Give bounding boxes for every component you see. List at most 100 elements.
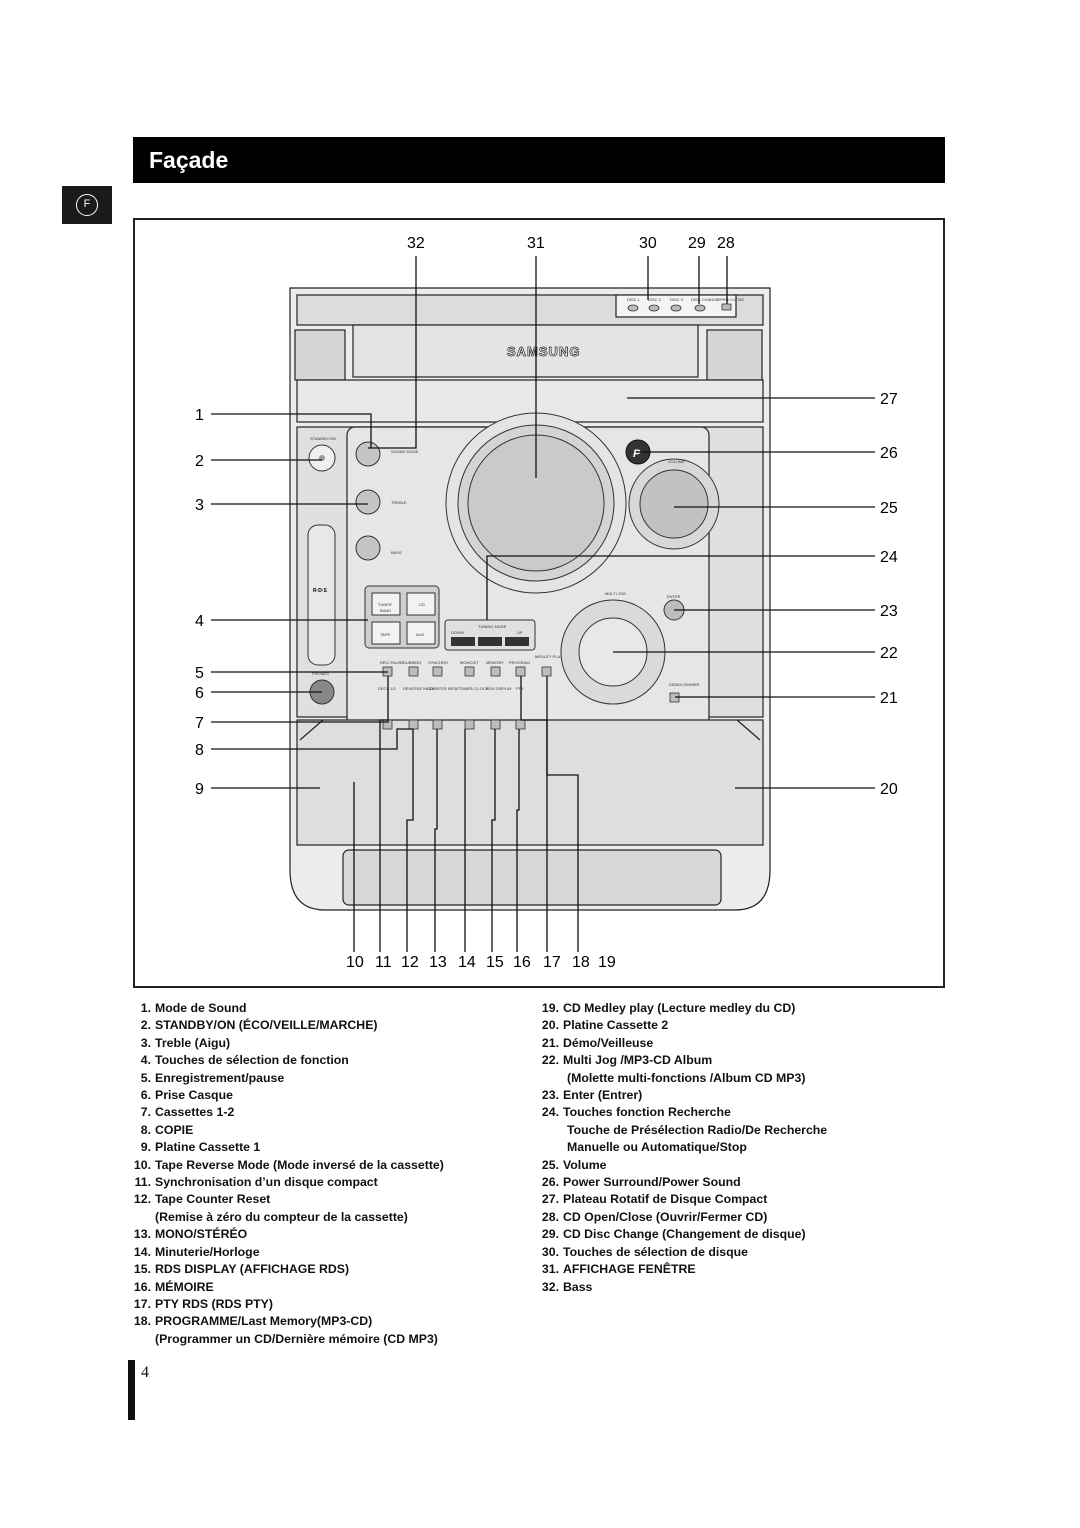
brand-logo: SAMSUNG — [507, 344, 580, 359]
disc3-label: DISC 3 — [670, 297, 684, 302]
legend-item-continuation: (Molette multi-fonctions /Album CD MP3) — [567, 1070, 806, 1085]
medley-play-label: MEDLEY PLAY — [535, 654, 563, 659]
callout-31: 31 — [527, 235, 545, 252]
legend-item: 17.PTY RDS (RDS PTY) — [133, 1296, 273, 1311]
multi-jog-label: MULTI JOG — [605, 591, 626, 596]
legend-item: 8.COPIE — [140, 1122, 194, 1137]
dubbing-label: DUBBING — [403, 660, 421, 665]
legend-right: 19.CD Medley play (Lecture medley du CD)… — [538, 1000, 938, 1296]
callout-27: 27 — [880, 391, 898, 408]
legend-item: 6.Prise Casque — [140, 1088, 233, 1103]
standby-label: STANDBY/ON — [310, 436, 336, 441]
phones-label: PHONES — [312, 671, 329, 676]
treble-label: TREBLE — [391, 500, 407, 505]
reverse-mode-label: REVERSE MODE — [403, 686, 436, 691]
front-panel-diagram: DISC 1 DISC 2 DISC 3 DISC CHANGE OPEN/ C… — [195, 235, 898, 971]
callout-25: 25 — [880, 500, 898, 517]
down-label: DOWN — [451, 630, 464, 635]
timer-clock-label: TIMER/ CLOCK — [460, 686, 489, 691]
callout-5: 5 — [195, 665, 204, 682]
up-label: UP — [517, 630, 523, 635]
callout-15: 15 — [486, 954, 504, 971]
legend-item: 3.Treble (Aigu) — [140, 1035, 231, 1050]
language-badge: F — [76, 194, 98, 216]
legend-item: 27.Plateau Rotatif de Disque Compact — [541, 1192, 768, 1207]
cd-label: CD — [419, 602, 425, 607]
legend-item-continuation: (Programmer un CD/Dernière mémoire (CD M… — [155, 1331, 438, 1346]
legend-item: 31.AFFICHAGE FENÊTRE — [541, 1262, 696, 1277]
legend-item: 10.Tape Reverse Mode (Mode inversé de la… — [133, 1157, 444, 1172]
legend-item: 19.CD Medley play (Lecture medley du CD) — [541, 1001, 796, 1015]
bass-label: BASS — [391, 550, 402, 555]
pty-label: PTY — [516, 686, 524, 691]
callout-10: 10 — [346, 954, 364, 971]
deck12-label: DECK 1/2 — [378, 686, 397, 691]
callout-29: 29 — [688, 235, 706, 252]
svg-text:P: P — [633, 448, 641, 460]
callout-22: 22 — [880, 645, 898, 662]
legend-item: 12.Tape Counter Reset — [133, 1192, 271, 1207]
demo-dimmer-label: DEMO/ DIMMER — [669, 682, 700, 687]
legend-item: 28.CD Open/Close (Ouvrir/Fermer CD) — [541, 1209, 768, 1224]
counter-reset-label: COUNTER RESET — [427, 686, 462, 691]
callout-7: 7 — [195, 715, 204, 732]
volume-label: VOLUME — [668, 459, 685, 464]
legend-item: 4.Touches de sélection de fonction — [140, 1053, 349, 1068]
disc2-label: DISC 2 — [648, 297, 662, 302]
legend-item: 1.Mode de Sound — [140, 1001, 247, 1015]
callout-12: 12 — [401, 954, 419, 971]
callout-1: 1 — [195, 407, 204, 424]
synchro-label: SYNCHRO — [428, 660, 448, 665]
disc-change-label: DISC CHANGE — [691, 297, 719, 302]
callout-18: 18 — [572, 954, 590, 971]
open-close-label: OPEN/ CLOSE — [717, 297, 744, 302]
aux-label: AUX — [416, 632, 425, 637]
legend-item: 25.Volume — [541, 1157, 607, 1172]
rec-pause-label: REC/ PAUSE — [380, 660, 404, 665]
legend-item: 29.CD Disc Change (Changement de disque) — [541, 1227, 806, 1242]
callout-13: 13 — [429, 954, 447, 971]
mono-st-label: MONO/ST — [460, 660, 479, 665]
callout-2: 2 — [195, 453, 204, 470]
legend-item: 16.MÉMOIRE — [133, 1279, 214, 1294]
legend-item: 7.Cassettes 1-2 — [140, 1105, 235, 1120]
legend-item: 2.STANDBY/ON (ÉCO/VEILLE/MARCHE) — [140, 1018, 378, 1033]
tuner-label: TUNER — [378, 602, 392, 607]
legend-item: 24.Touches fonction Recherche — [541, 1105, 731, 1120]
callout-8: 8 — [195, 742, 204, 759]
legend-item: 21.Démo/Veilleuse — [541, 1035, 654, 1050]
callout-28: 28 — [717, 235, 735, 252]
legend-item: 11.Synchronisation d’un disque compact — [134, 1175, 378, 1190]
callout-30: 30 — [639, 235, 657, 252]
page-marker-bar — [128, 1360, 135, 1420]
callout-21: 21 — [880, 690, 898, 707]
sound-mode-label: SOUND MODE — [391, 449, 419, 454]
callout-20: 20 — [880, 781, 898, 798]
legend-item: 18.PROGRAMME/Last Memory(MP3-CD) — [133, 1314, 373, 1329]
program-label: PROGRAM — [509, 660, 530, 665]
callout-16: 16 — [513, 954, 531, 971]
callout-4: 4 — [195, 613, 204, 630]
callout-11: 11 — [375, 954, 392, 971]
legend-item: 26.Power Surround/Power Sound — [541, 1175, 741, 1190]
legend-item: 13.MONO/STÉRÉO — [133, 1227, 248, 1242]
page-title: Façade — [133, 137, 945, 183]
diagram-frame: DISC 1 DISC 2 DISC 3 DISC CHANGE OPEN/ C… — [133, 218, 945, 988]
rds-logo: R·D·S — [313, 588, 328, 594]
legend-item: 23.Enter (Entrer) — [541, 1088, 643, 1103]
legend-left: 1.Mode de Sound 2.STANDBY/ON (ÉCO/VEILLE… — [130, 1000, 510, 1348]
legend-item: 30.Touches de sélection de disque — [541, 1244, 748, 1259]
legend-item: 15.RDS DISPLAY (AFFICHAGE RDS) — [133, 1262, 350, 1277]
language-tab: F — [62, 186, 112, 224]
legend-item: 5.Enregistrement/pause — [140, 1070, 285, 1085]
callout-14: 14 — [458, 954, 476, 971]
tuning-mode-label: TUNING MODE — [478, 624, 507, 629]
legend-item-continuation: Manuelle ou Automatique/Stop — [567, 1140, 747, 1155]
callout-3: 3 — [195, 497, 204, 514]
page-number: 4 — [141, 1364, 149, 1381]
callout-32: 32 — [407, 235, 425, 252]
legend-item: 14.Minuterie/Horloge — [133, 1244, 260, 1259]
tape-label: TAPE — [380, 632, 390, 637]
band-label: BAND — [380, 608, 391, 613]
legend-item: 22.Multi Jog /MP3-CD Album — [541, 1053, 713, 1068]
